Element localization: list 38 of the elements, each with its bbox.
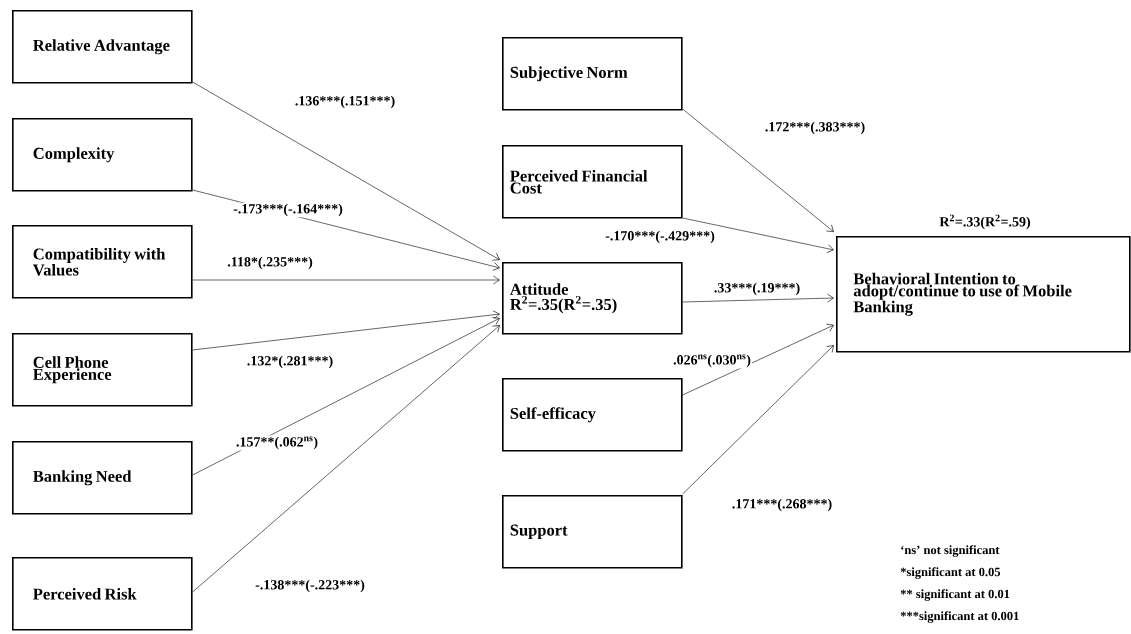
edge-label: .136***(.151***) [295,95,395,109]
edge-label: .026$^{ns}$(.030$^{ns}$) [673,354,751,368]
edge-label: .132*(.281***) [247,355,333,369]
significance-note: ‘ns’ not significant [901,545,1000,557]
edge-label: -.138***(-.223***) [255,579,365,593]
arrow [682,217,834,253]
construct-box: Complexity [12,118,193,192]
arrow [682,345,834,495]
construct-box: Perceived Financial Cost [502,145,683,219]
arrow [682,293,834,303]
arrow [192,310,500,351]
arrow [192,275,500,285]
construct-box: Support [502,495,683,569]
edge-label: .33***(.19***) [714,282,800,296]
construct-box: Self-efficacy [502,378,683,452]
construct-box: Relative Advantage [12,10,193,84]
arrow [682,108,834,232]
arrow [192,317,500,476]
construct-box: Perceived Risk [12,557,193,631]
construct-box: Behavioral Intention to adopt/continue to use of Mobile Banking [836,236,1131,353]
edge-label: .172***(.383***) [765,121,865,135]
significance-note: *significant at 0.05 [900,567,1001,579]
significance-note: ***significant at 0.001 [900,611,1019,623]
arrow [192,81,500,261]
edge-label: .171***(.268***) [732,498,832,512]
construct-box: Attitude R$^{2}$=.35(R$^{2}$=.35) [502,262,683,335]
arrow [682,323,834,396]
edge-label: -.173***(-.164***) [233,203,343,217]
r-squared-label: R$^{2}$=.33(R$^{2}$=.59) [939,214,1031,230]
edge-label: .118*(.235***) [227,256,313,270]
construct-box: Banking Need [12,441,193,515]
edge-label: -.170***(-.429***) [605,230,715,244]
construct-box: Cell Phone Experience [12,333,193,407]
edge-label: .157**(.062$^{ns}$) [236,436,318,450]
construct-box: Compatibility with Values [12,225,193,299]
arrow [192,325,500,593]
significance-note: ** significant at 0.01 [900,589,1010,601]
construct-box: Subjective Norm [502,37,683,111]
